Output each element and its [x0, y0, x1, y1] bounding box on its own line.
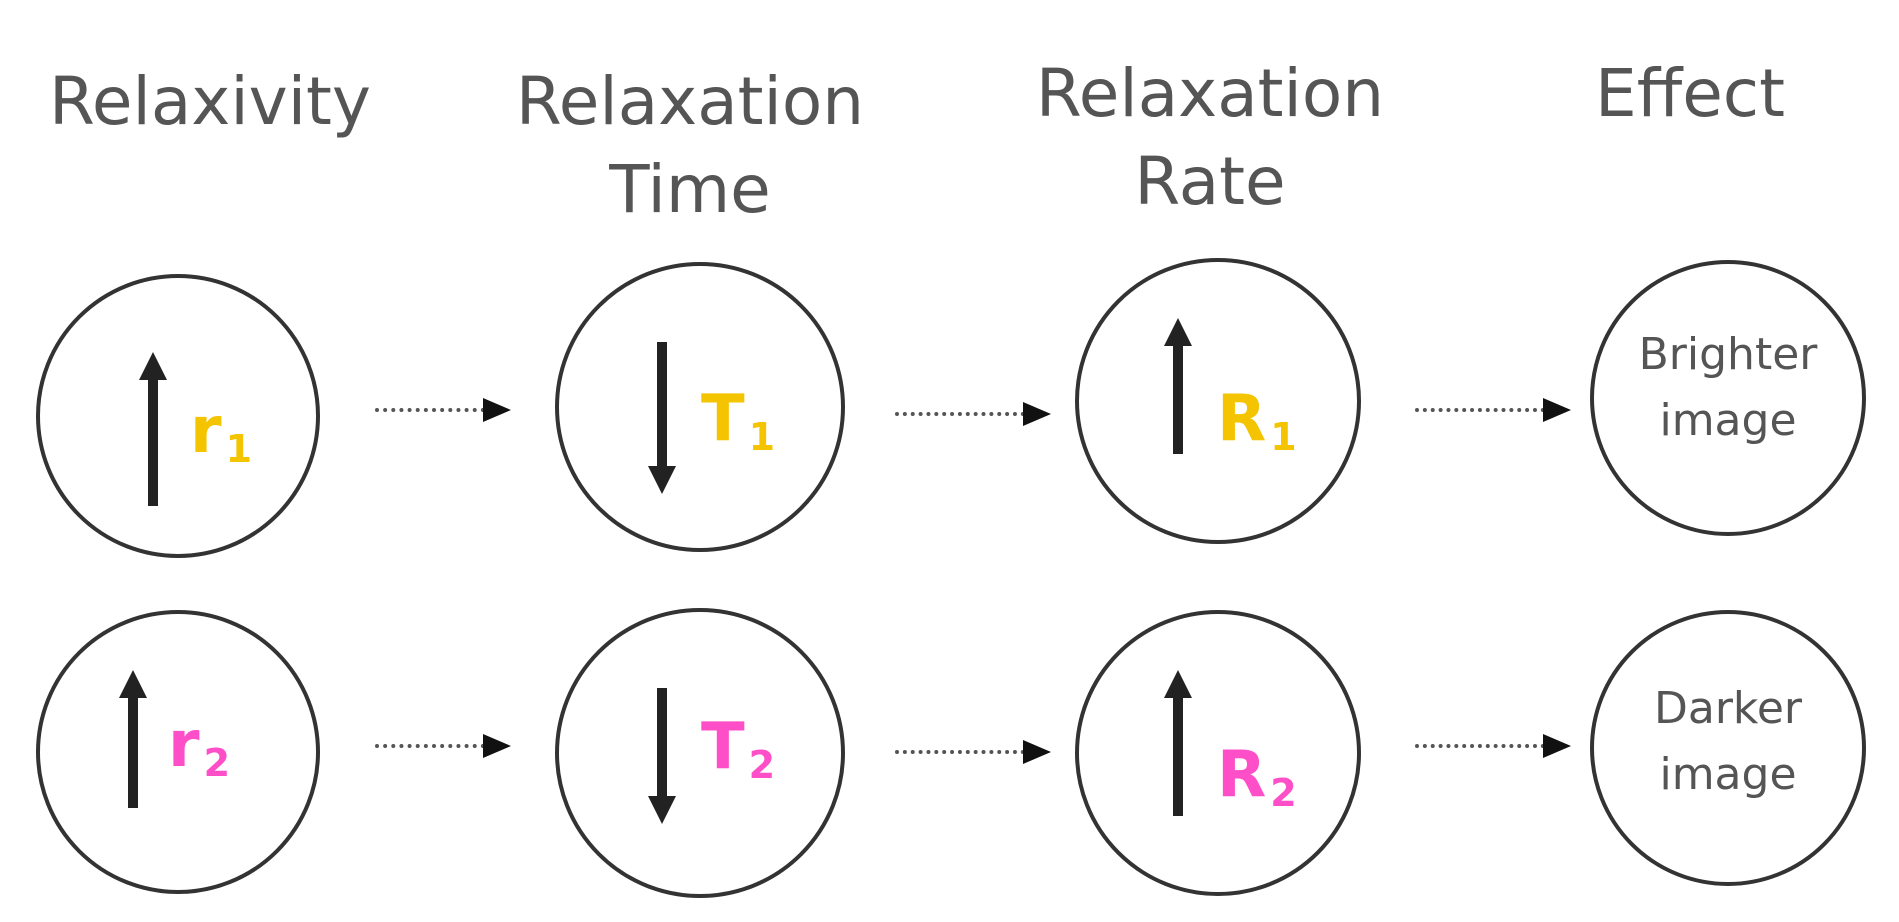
header-relaxivity: Relaxivity [48, 63, 371, 140]
header-effect: Effect [1595, 55, 1785, 132]
symbol-r2-subscript: 2 [203, 741, 231, 785]
effect-darker-line2: image [1659, 749, 1797, 800]
effect-brighter-text: Brighter image [1594, 322, 1862, 454]
symbol-r1-subscript: 1 [225, 427, 253, 471]
symbol-rate-r2-subscript: 2 [1270, 771, 1297, 815]
up-arrow-icon [119, 670, 147, 808]
symbol-r1-letter: r [190, 394, 222, 468]
effect-darker-line1: Darker [1653, 683, 1802, 734]
symbol-rate-r2-letter: R [1217, 738, 1267, 812]
header-relaxation-time-line1: Relaxation [515, 63, 865, 140]
effect-brighter-line1: Brighter [1638, 329, 1818, 380]
symbol-t2-subscript: 2 [748, 743, 776, 787]
effect-darker-text: Darker image [1594, 676, 1862, 808]
node-effect-darker: Darker image [1590, 610, 1866, 886]
header-relaxation-rate-line2: Rate [1134, 143, 1286, 220]
down-arrow-icon [648, 688, 676, 824]
symbol-t1-letter: T [701, 382, 745, 456]
connector-arrow [1415, 398, 1571, 422]
header-relaxation-rate-line1: Relaxation [1035, 55, 1385, 132]
up-arrow-icon [1164, 670, 1192, 816]
connector-arrow [895, 740, 1051, 764]
symbol-rate-r1-subscript: 1 [1270, 415, 1297, 459]
header-relaxation-time: Relaxation Time [510, 58, 870, 234]
connector-arrow [1415, 734, 1571, 758]
down-arrow-icon [648, 342, 676, 494]
connector-arrow [375, 734, 511, 758]
symbol-t1-subscript: 1 [748, 415, 776, 459]
symbol-rate-r1-letter: R [1217, 382, 1267, 456]
up-arrow-icon [139, 352, 167, 506]
effect-brighter-line2: image [1659, 395, 1797, 446]
symbol-t2-letter: T [701, 710, 745, 784]
up-arrow-icon [1164, 318, 1192, 454]
header-relaxation-time-line2: Time [609, 151, 771, 228]
connector-arrow [895, 402, 1051, 426]
node-effect-brighter: Brighter image [1590, 260, 1866, 536]
header-relaxation-rate: Relaxation Rate [1030, 50, 1390, 226]
symbol-r2-letter: r [168, 708, 200, 782]
connector-arrow [375, 398, 511, 422]
